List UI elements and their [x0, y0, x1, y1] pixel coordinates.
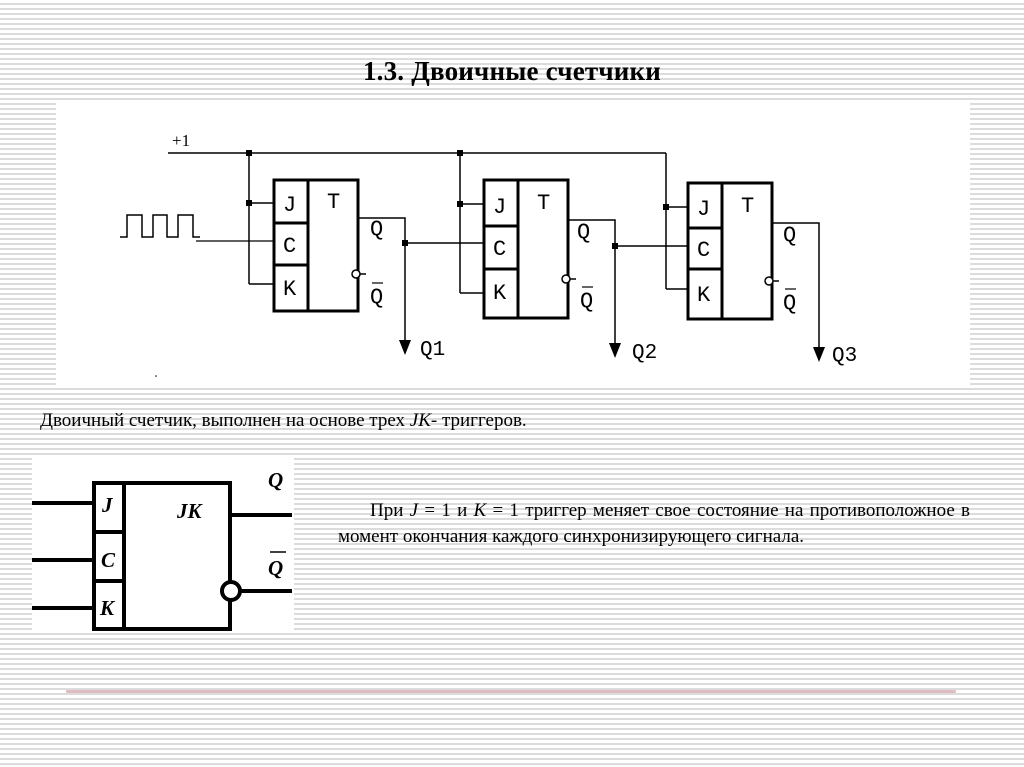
- trigger-2-qbar-label: Q: [580, 289, 593, 314]
- jk-q-label: Q: [268, 468, 283, 492]
- inverted-output-icon: [220, 580, 242, 602]
- trigger-3-input-j: J: [697, 197, 710, 222]
- trigger-2-input-c: C: [493, 237, 506, 262]
- output-label-q3: Q3: [832, 345, 857, 368]
- jk-type-label: JK: [176, 499, 204, 523]
- output-arrow-icon: [399, 340, 411, 355]
- jk-input-k: K: [99, 596, 116, 620]
- trigger-2-q-label: Q: [577, 220, 590, 245]
- trigger-1-qbar-label: Q: [370, 285, 383, 310]
- trigger-3-input-k: K: [697, 283, 711, 308]
- jk-trigger-symbol: J C K JK Q Q: [32, 455, 294, 633]
- trigger-1-q-label: Q: [370, 217, 383, 242]
- desc-j: J: [409, 500, 419, 521]
- trigger-1-input-j: J: [283, 193, 296, 218]
- trigger-2-input-j: J: [493, 195, 506, 220]
- trigger-2-input-k: K: [493, 281, 507, 306]
- trigger-3-qbar-label: Q: [783, 291, 796, 316]
- caption-text-end: - триггеров.: [430, 410, 527, 431]
- trigger-1-input-k: K: [283, 277, 297, 302]
- trigger-1: J C K T Q Q Q1: [246, 150, 484, 362]
- trigger-1-type: T: [327, 190, 340, 215]
- desc-k: K: [473, 500, 487, 521]
- jk-input-c: C: [101, 548, 116, 572]
- trigger-3: J C K T Q Q Q3: [663, 181, 857, 368]
- counter-circuit-diagram: +1 J C K T: [56, 103, 970, 386]
- trigger-3-input-c: C: [697, 238, 710, 263]
- output-label-q2: Q2: [632, 342, 657, 365]
- trigger-1-input-c: C: [283, 234, 296, 259]
- output-label-q1: Q1: [420, 339, 445, 362]
- description-paragraph: При J = 1 и K = 1 триггер меняет свое со…: [338, 498, 970, 550]
- footer-divider: [66, 690, 956, 693]
- caption-text-start: Двоичный счетчик, выполнен на основе тре…: [40, 410, 410, 431]
- trigger-2-type: T: [537, 191, 550, 216]
- trigger-3-type: T: [741, 194, 754, 219]
- desc-text-3: = 1 триггер меняет свое состояние на про…: [338, 500, 970, 547]
- trigger-3-q-label: Q: [783, 223, 796, 248]
- desc-text-2: = 1 и: [418, 500, 474, 521]
- slide-title: 1.3. Двоичные счетчики: [362, 56, 662, 86]
- jk-qbar-label: Q: [268, 556, 283, 580]
- jk-input-j: J: [101, 493, 114, 517]
- desc-text-1: При: [370, 500, 410, 521]
- caption-jk: JK: [409, 410, 431, 431]
- trigger-2: J C K T Q Q Q2: [457, 150, 688, 365]
- supply-label: +1: [172, 131, 190, 150]
- diagram-caption: Двоичный счетчик, выполнен на основе тре…: [40, 410, 527, 432]
- output-arrow-icon: [609, 343, 621, 358]
- clock-signal-icon: [120, 214, 200, 238]
- output-arrow-icon: [813, 347, 825, 362]
